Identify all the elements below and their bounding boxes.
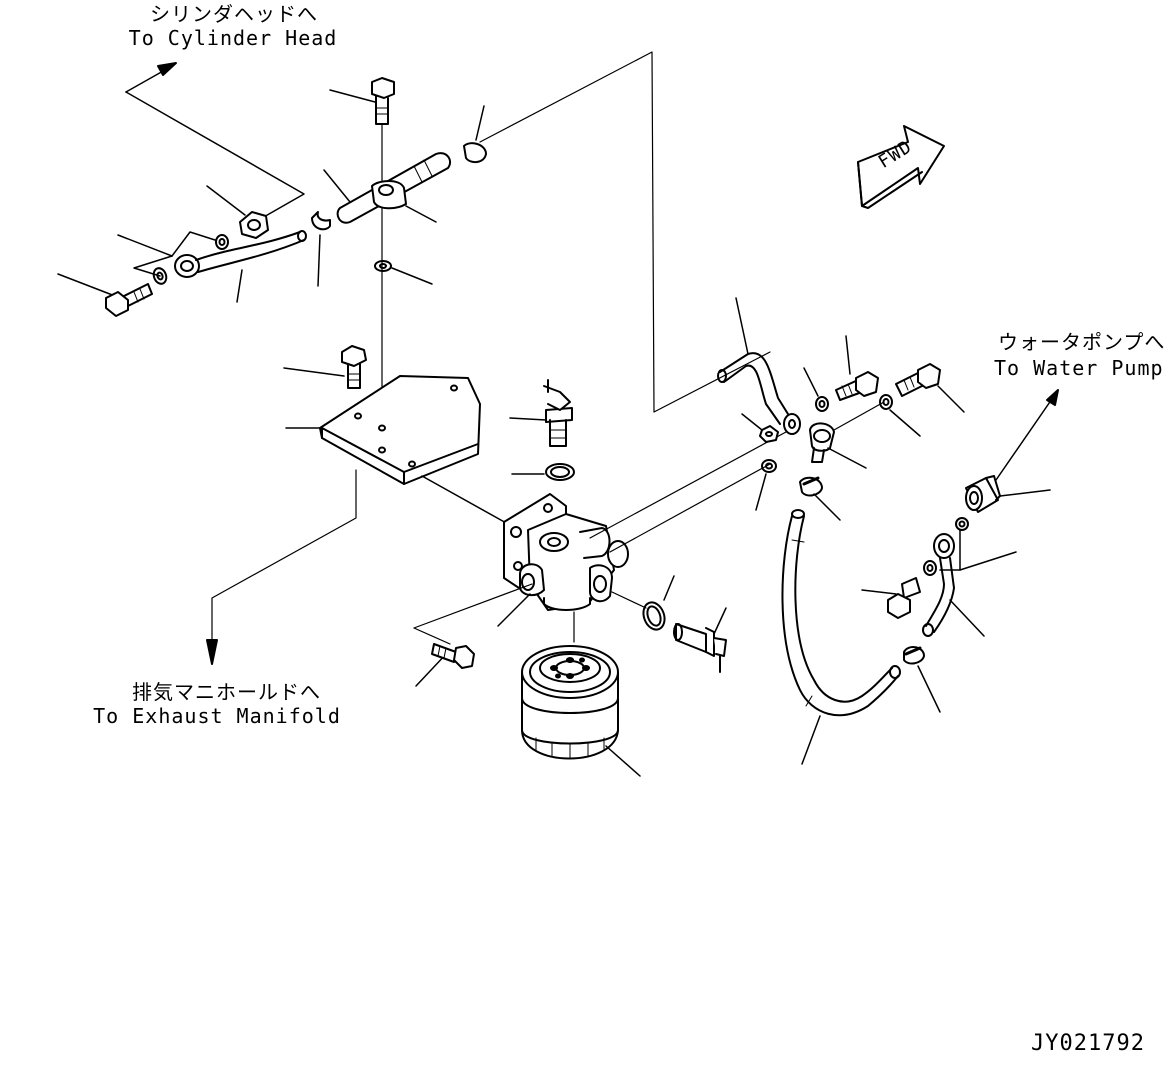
water-pump-label-en: To Water Pump [994, 356, 1164, 380]
fuel-filter-cartridge [522, 646, 640, 776]
top-bolt-and-hose [324, 52, 770, 470]
fwd-arrow [858, 126, 944, 208]
fuel-filter-head [414, 380, 786, 644]
filter-mount-bolt [416, 644, 474, 686]
exhaust-manifold-label-jp: 排気マニホールドへ [132, 680, 321, 704]
mounting-bracket [207, 346, 508, 664]
to-cylinder-head-arrow [126, 63, 304, 218]
banjo-bolt-left [106, 284, 152, 316]
long-hose [782, 510, 900, 764]
drawing-number: JY021792 [1031, 1031, 1145, 1056]
cylinder-head-label-jp: シリンダヘッドへ [150, 2, 318, 26]
water-sensor [640, 576, 726, 672]
cylinder-head-label-en: To Cylinder Head [128, 26, 338, 50]
exhaust-manifold-label-en: To Exhaust Manifold [93, 704, 341, 728]
upper-left-pipe-assembly [58, 186, 330, 316]
water-pump-fittings [862, 390, 1058, 712]
right-pipe-assembly [718, 298, 964, 520]
nut-left [240, 212, 268, 238]
water-pump-label-jp: ウォータポンプへ [998, 330, 1166, 354]
